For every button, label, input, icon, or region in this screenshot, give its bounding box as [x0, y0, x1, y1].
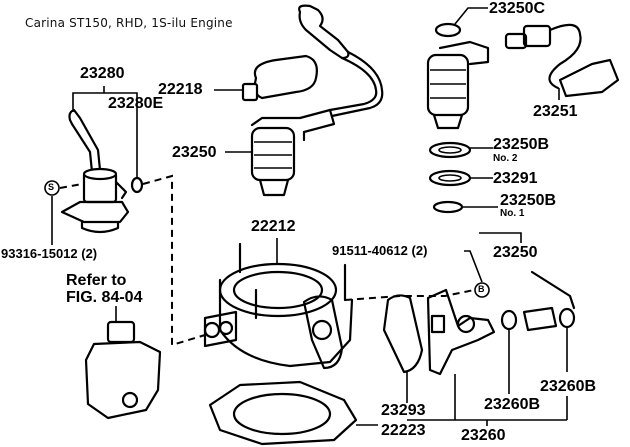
s-marker-icon [44, 180, 60, 196]
part-label-23260[interactable]: 23260 [461, 427, 506, 444]
part-label-23293[interactable]: 23293 [381, 402, 426, 419]
part-label-23250B-no1[interactable]: 23250B [500, 192, 557, 209]
cap-23250C-drawing [434, 22, 462, 38]
b-marker-icon [474, 282, 490, 298]
air-valve-22218-drawing [214, 54, 318, 102]
injector-right-drawing [426, 40, 490, 130]
gasket-22223-drawing [208, 380, 378, 446]
connector-23251-drawing [504, 23, 620, 100]
seal-23250B-no2-drawing [428, 141, 472, 159]
sensor-cable-drawing [298, 4, 384, 118]
reference-note[interactable]: Refer to FIG. 84-04 [66, 272, 143, 307]
s-marker-label: S [48, 182, 55, 192]
part-label-23260B-mid[interactable]: 23260B [484, 396, 541, 413]
diagram-title: Carina ST150, RHD, 1S-ilu Engine [25, 16, 233, 30]
pipe-drawing [522, 306, 558, 332]
part-label-23250-left[interactable]: 23250 [172, 144, 217, 161]
part-label-23291[interactable]: 23291 [493, 170, 538, 187]
throttle-position-sensor-drawing [84, 306, 162, 420]
reference-line-1: Refer to [66, 272, 127, 289]
reference-line-2: FIG. 84-04 [66, 288, 143, 306]
part-label-93316-15012[interactable]: 93316-15012 (2) [1, 246, 98, 261]
throttle-body-drawing [203, 238, 354, 370]
part-label-23280E[interactable]: 23280E [108, 95, 164, 112]
gasket-23293-drawing [382, 294, 424, 374]
b-marker-label: B [478, 284, 485, 294]
valve-body-23260-drawing [426, 288, 496, 420]
part-label-23250B-no2[interactable]: 23250B [493, 136, 550, 153]
part-label-22212[interactable]: 22212 [251, 218, 296, 235]
part-label-91511-40612[interactable]: 91511-40612 (2) [332, 243, 428, 258]
seal-23250B-no1-drawing [432, 200, 464, 214]
part-label-23250C[interactable]: 23250C [489, 0, 546, 17]
injector-left-drawing [225, 108, 336, 197]
part-label-22223[interactable]: 22223 [381, 422, 426, 439]
sub-label-no2: No. 2 [493, 153, 518, 164]
leader-23280 [72, 92, 138, 178]
o-ring-23291-drawing [428, 169, 472, 187]
part-label-23280[interactable]: 23280 [80, 65, 125, 82]
part-label-23251[interactable]: 23251 [533, 103, 578, 120]
o-ring-23260B-mid-drawing [500, 309, 518, 331]
o-ring-23280E-drawing [130, 176, 144, 194]
o-ring-23260B-right-drawing [558, 307, 576, 329]
pressure-regulator-drawing [60, 108, 130, 234]
part-label-23250-right[interactable]: 23250 [493, 244, 538, 261]
sub-label-no1: No. 1 [500, 208, 525, 219]
part-label-22218[interactable]: 22218 [158, 81, 203, 98]
part-label-23260B-right[interactable]: 23260B [540, 378, 597, 395]
